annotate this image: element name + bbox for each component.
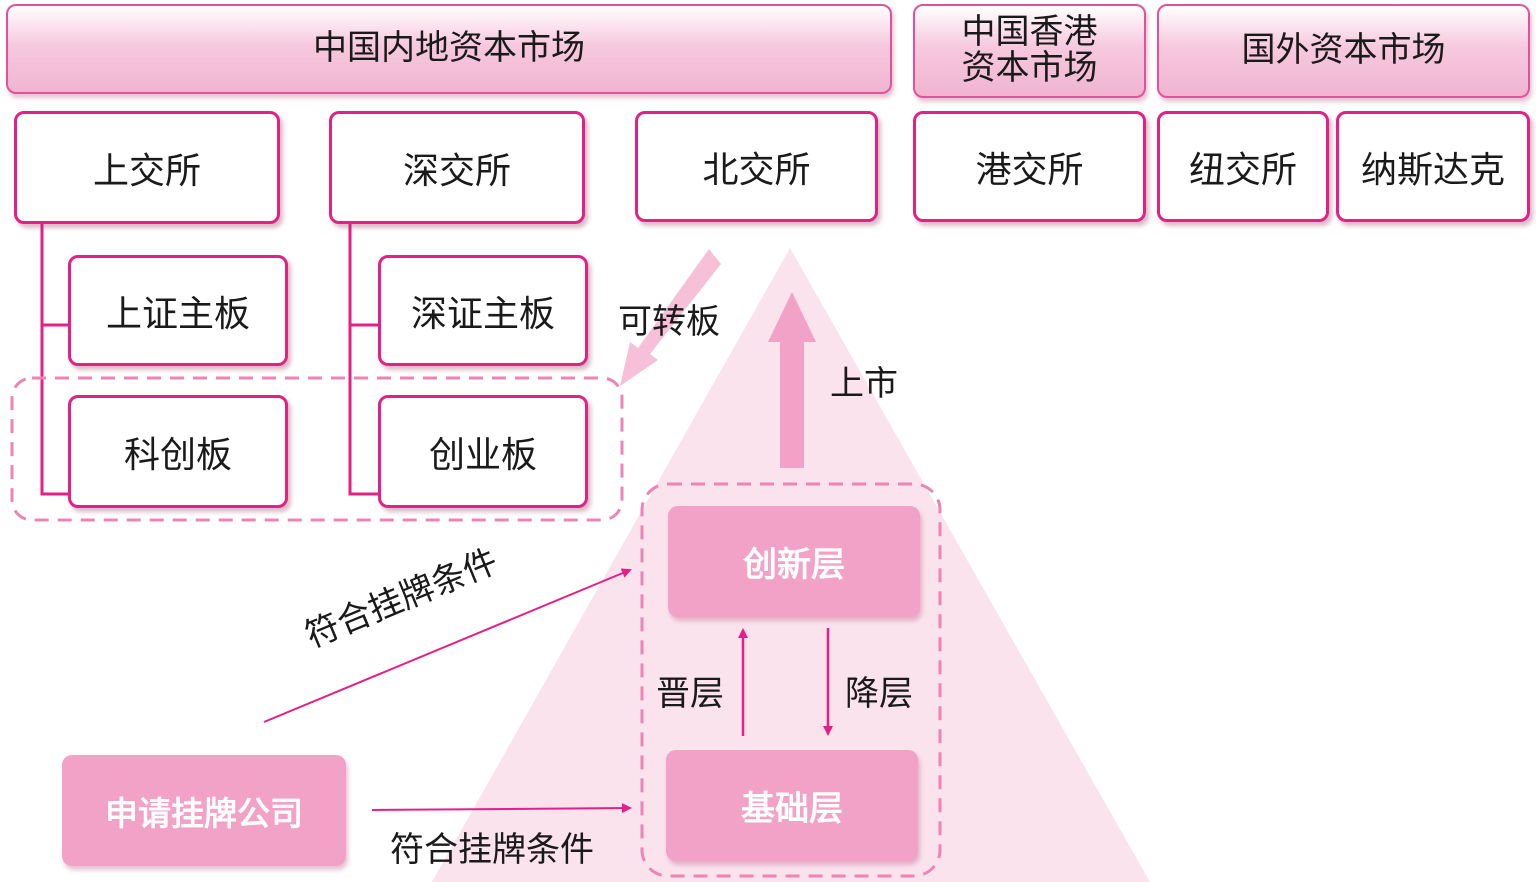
board-szse-main-label: 深证主板 [410,293,555,335]
board-szse-main: 深证主板 [378,255,588,366]
neeq-innovation-label: 创新层 [743,545,845,585]
exchange-nasdaq-label: 纳斯达克 [1360,149,1505,191]
market-hongkong-label-line2: 资本市场 [961,48,1098,88]
exchange-hkex-label: 港交所 [975,149,1084,191]
exchange-sse-label: 上交所 [92,150,201,192]
board-star-label: 科创板 [123,434,232,476]
neeq-basic-label: 基础层 [741,789,843,829]
exchange-bse-label: 北交所 [702,149,811,191]
market-hongkong-label-line1: 中国香港 [961,12,1098,53]
promote-label: 晋层 [656,674,724,714]
condition-arrow-lower [371,803,632,814]
applicant-company-label: 申请挂牌公司 [105,793,303,833]
listing-condition-lower-label: 符合挂牌条件 [390,830,594,870]
transfer-board-label: 可转板 [618,302,720,342]
neeq-basic-layer: 基础层 [666,750,918,861]
transfer-arrow [620,249,721,386]
board-chinext-label: 创业板 [428,434,537,476]
market-foreign: 国外资本市场 [1157,4,1530,98]
board-chinext: 创业板 [378,395,588,508]
listing-label: 上市 [830,364,898,404]
applicant-company: 申请挂牌公司 [62,755,346,866]
demote-label: 降层 [845,674,913,714]
exchange-sse: 上交所 [14,111,280,224]
exchange-bse: 北交所 [635,111,878,222]
condition-arrow-upper [263,568,632,723]
exchange-szse-label: 深交所 [402,150,511,192]
szse-connector [348,224,378,496]
exchange-nyse: 纽交所 [1157,111,1329,222]
neeq-group-outline [640,482,942,878]
transfer-group-outline [10,376,624,522]
board-sse-main-label: 上证主板 [105,293,250,335]
board-sse-main: 上证主板 [68,255,288,366]
neeq-innovation-layer: 创新层 [668,506,920,617]
listing-arrow [768,292,816,468]
exchange-nasdaq: 纳斯达克 [1336,111,1530,222]
market-mainland: 中国内地资本市场 [6,4,892,94]
market-hongkong: 中国香港 资本市场 [913,4,1146,98]
market-foreign-label: 国外资本市场 [1241,30,1446,71]
exchange-nyse-label: 纽交所 [1188,149,1297,191]
board-star: 科创板 [68,395,288,508]
sse-connector [40,224,68,496]
market-mainland-label: 中国内地资本市场 [313,28,585,69]
exchange-hkex: 港交所 [913,111,1146,222]
exchange-szse: 深交所 [329,111,585,224]
